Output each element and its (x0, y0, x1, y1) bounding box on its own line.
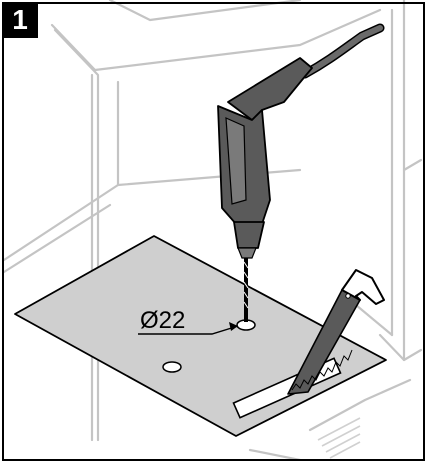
drill-icon (217, 23, 385, 322)
existing-hole (162, 361, 182, 373)
saw-icon (287, 269, 385, 395)
dimension-label: Ø22 (140, 307, 185, 334)
step-number-badge: 1 (2, 2, 38, 38)
dimension-leader: Ø22 (138, 307, 239, 335)
